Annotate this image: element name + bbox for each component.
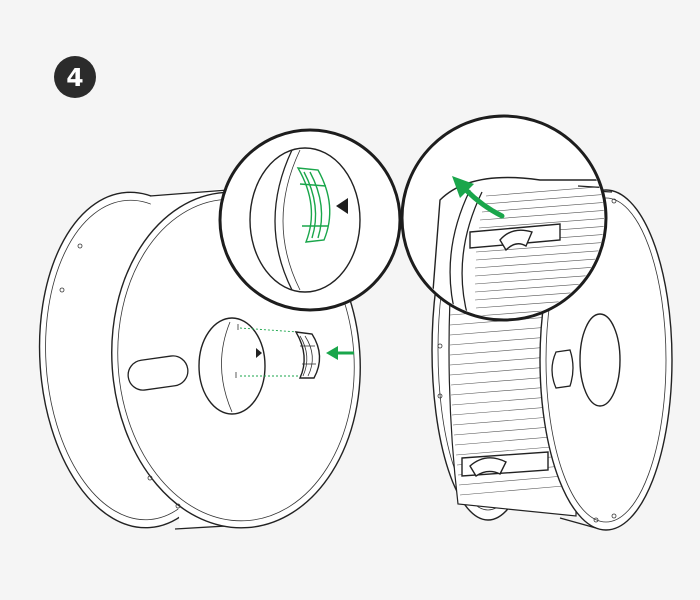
triangle-marker-icon [256,348,262,358]
zoom-detail-left [218,128,402,312]
step-number-badge: 4 [54,56,96,98]
spool-clip [294,331,321,379]
step-number: 4 [66,62,84,92]
curved-arrow-icon [452,176,505,219]
left-arrow-icon [326,346,354,360]
